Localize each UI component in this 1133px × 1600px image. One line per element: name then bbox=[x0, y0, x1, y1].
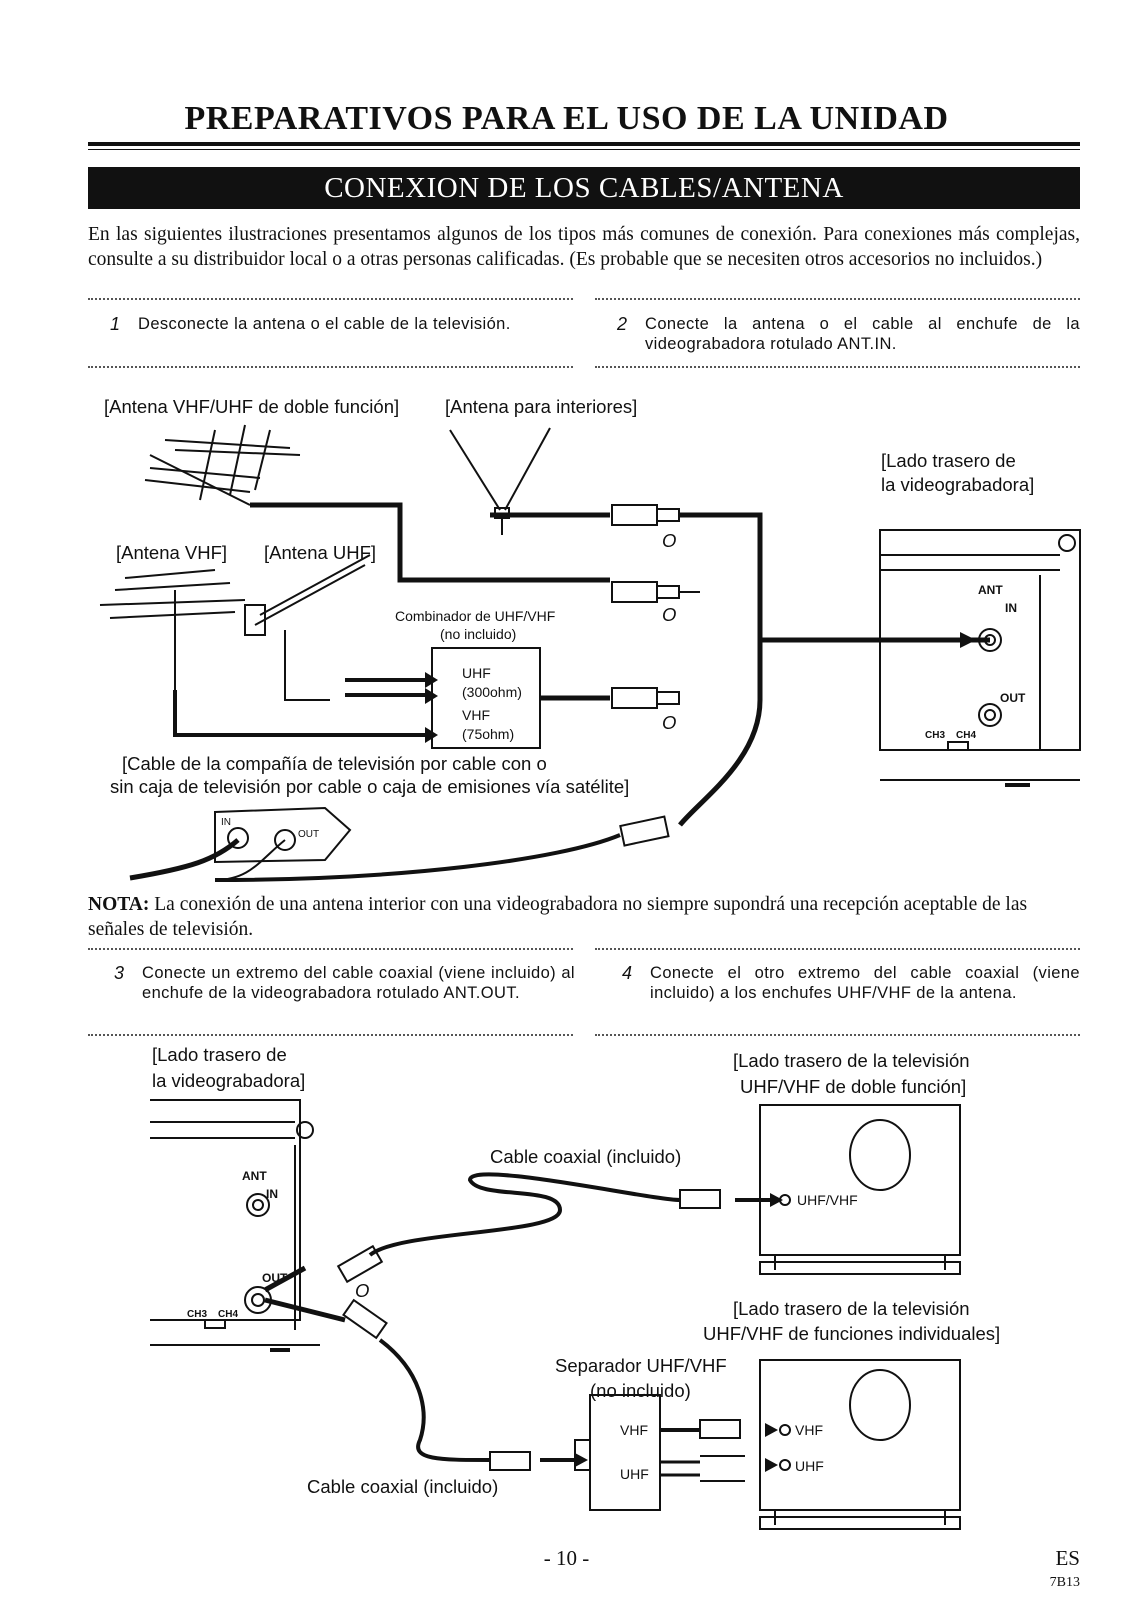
or-label: O bbox=[662, 604, 677, 625]
dual-antenna-label: [Antena VHF/UHF de doble función] bbox=[104, 396, 400, 417]
or-label: O bbox=[662, 712, 677, 733]
box-out-label: OUT bbox=[298, 829, 320, 840]
step-text: Desconecte la antena o el cable de la te… bbox=[138, 315, 511, 333]
tv-vhf-terminal-label: VHF bbox=[795, 1422, 823, 1438]
ch3-label: CH3 bbox=[187, 1309, 208, 1320]
splitter-box-icon bbox=[574, 1394, 661, 1511]
cable-company-label-line2: sin caja de televisión por cable o caja … bbox=[110, 776, 630, 797]
splitter-note: (no incluido) bbox=[590, 1380, 691, 1401]
tv-rear-icon bbox=[759, 1104, 961, 1275]
step-text: Conecte un extremo del cable coaxial (vi… bbox=[142, 964, 575, 1002]
vcr-rear-label-line2: la videograbadora] bbox=[152, 1070, 306, 1091]
coax-plug-icon bbox=[611, 687, 680, 709]
out-label: OUT bbox=[1000, 691, 1026, 705]
coax-cable-label: Cable coaxial (incluido) bbox=[490, 1146, 682, 1167]
uhf-antenna-icon bbox=[244, 554, 371, 690]
dual-antenna-icon bbox=[144, 424, 301, 506]
ant-label: ANT bbox=[242, 1169, 267, 1183]
step-number: 4 bbox=[622, 963, 633, 983]
uhf-vhf-terminal-label: UHF/VHF bbox=[797, 1192, 858, 1208]
model-code: 7B13 bbox=[1049, 1575, 1080, 1590]
title-rule-thin bbox=[88, 149, 1080, 150]
section-banner: CONEXION DE LOS CABLES/ANTENA bbox=[88, 167, 1080, 209]
vcr-rear-label: [Lado trasero de bbox=[881, 450, 1016, 471]
vhf-ohm-label: (75ohm) bbox=[462, 726, 515, 742]
note-label: NOTA: bbox=[88, 894, 150, 915]
coax-plug-icon bbox=[619, 815, 670, 847]
tv-dual-label-line2: UHF/VHF de doble función] bbox=[740, 1076, 967, 1097]
ch3-label: CH3 bbox=[925, 730, 946, 741]
or-label: O bbox=[355, 1280, 370, 1301]
step-1: 1 Desconecte la antena o el cable de la … bbox=[110, 314, 575, 358]
step-text: Conecte el otro extremo del cable coaxia… bbox=[650, 964, 1080, 1002]
ch4-label: CH4 bbox=[218, 1309, 239, 1320]
box-in-label: IN bbox=[221, 817, 231, 828]
tv-uhf-terminal-label: UHF bbox=[795, 1458, 824, 1474]
splitter-label: Separador UHF/VHF bbox=[555, 1355, 727, 1376]
combiner-note: (no incluido) bbox=[440, 626, 517, 642]
title-rule bbox=[88, 142, 1080, 146]
page-number: - 10 - bbox=[543, 1546, 590, 1570]
coax-plug-icon bbox=[611, 504, 680, 526]
coax-plug-icon bbox=[611, 581, 680, 603]
language-code: ES bbox=[1055, 1546, 1080, 1570]
indoor-antenna-icon bbox=[449, 427, 551, 535]
vhf-antenna-label: [Antena VHF] bbox=[116, 542, 228, 563]
divider bbox=[595, 366, 1080, 368]
note-paragraph: NOTA: La conexión de una antena interior… bbox=[88, 892, 1080, 942]
divider bbox=[88, 948, 573, 950]
intro-paragraph: En las siguientes ilustraciones presenta… bbox=[88, 224, 1080, 270]
uhf-label: UHF bbox=[462, 665, 491, 681]
tv-rear-icon bbox=[759, 1359, 961, 1530]
coax-plug-icon bbox=[336, 1244, 384, 1284]
ch4-label: CH4 bbox=[956, 730, 977, 741]
in-label: IN bbox=[1005, 601, 1017, 615]
divider bbox=[88, 366, 573, 368]
in-label: IN bbox=[266, 1187, 278, 1201]
step-4: 4 Conecte el otro extremo del cable coax… bbox=[622, 963, 1080, 1029]
divider bbox=[595, 948, 1080, 950]
indoor-antenna-label: [Antena para interiores] bbox=[445, 396, 638, 417]
step-3: 3 Conecte un extremo del cable coaxial (… bbox=[114, 963, 575, 1029]
uhf-ohm-label: (300ohm) bbox=[462, 684, 522, 700]
coax-plug-icon bbox=[699, 1419, 741, 1439]
vcr-rear-label-line2: la videograbadora] bbox=[881, 474, 1035, 495]
vhf-antenna-icon bbox=[99, 569, 246, 690]
coax-plug-icon bbox=[342, 1298, 388, 1340]
step-2: 2 Conecte la antena o el cable al enchuf… bbox=[617, 314, 1080, 358]
coax-plug-icon bbox=[489, 1451, 531, 1471]
vhf-label: VHF bbox=[462, 707, 490, 723]
cable-box-icon bbox=[129, 806, 621, 882]
page-title: PREPARATIVOS PARA EL USO DE LA UNIDAD bbox=[184, 100, 949, 137]
step-number: 2 bbox=[617, 314, 628, 334]
tv-separate-label: [Lado trasero de la televisión bbox=[733, 1298, 970, 1319]
combiner-label: Combinador de UHF/VHF bbox=[395, 608, 556, 624]
or-label: O bbox=[662, 530, 677, 551]
divider bbox=[88, 1034, 573, 1036]
step-number: 1 bbox=[110, 314, 121, 334]
coax-plug-icon bbox=[679, 1189, 721, 1209]
vcr-rear-icon bbox=[879, 529, 1081, 787]
splitter-vhf-label: VHF bbox=[620, 1422, 648, 1438]
out-label: OUT bbox=[262, 1271, 288, 1285]
ant-label: ANT bbox=[978, 583, 1003, 597]
step-text: Conecte la antena o el cable al enchufe … bbox=[645, 315, 1080, 353]
uhf-antenna-label: [Antena UHF] bbox=[264, 542, 377, 563]
splitter-uhf-label: UHF bbox=[620, 1466, 649, 1482]
cable-company-label: [Cable de la compañía de televisión por … bbox=[122, 753, 547, 774]
divider bbox=[595, 1034, 1080, 1036]
divider bbox=[595, 298, 1080, 300]
tv-separate-label-line2: UHF/VHF de funciones individuales] bbox=[703, 1323, 1001, 1344]
tv-dual-label: [Lado trasero de la televisión bbox=[733, 1050, 970, 1071]
divider bbox=[88, 298, 573, 300]
note-text: La conexión de una antena interior con u… bbox=[88, 894, 1028, 940]
vcr-rear-label: [Lado trasero de bbox=[152, 1044, 287, 1065]
step-number: 3 bbox=[114, 963, 125, 983]
coax-cable-label: Cable coaxial (incluido) bbox=[307, 1476, 499, 1497]
